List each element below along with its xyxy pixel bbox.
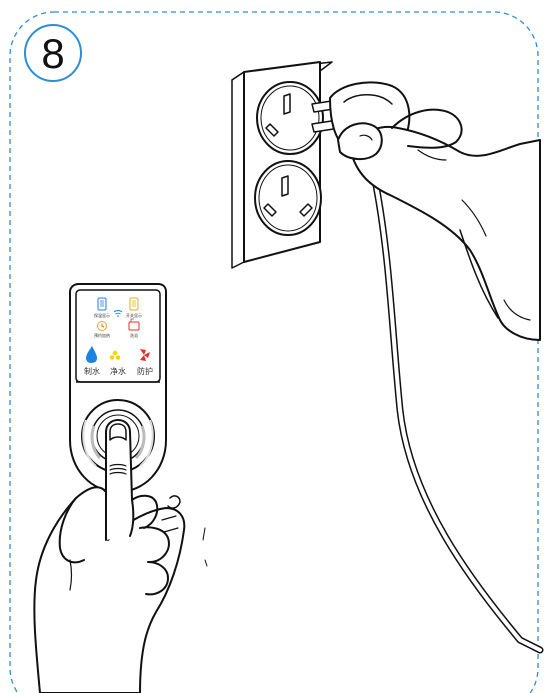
wall-socket — [232, 62, 332, 268]
icon-label-3: 预约加热 — [94, 332, 110, 338]
mode-label-1: 制水 — [84, 366, 100, 376]
mode-label-3: 防护 — [137, 366, 153, 376]
plug-and-cord — [312, 82, 540, 650]
step-number: 8 — [41, 30, 64, 77]
pressing-hand — [34, 420, 207, 693]
icon-label-2: 开关显示 — [126, 312, 142, 318]
icon-label-4: 洗浴 — [130, 332, 138, 338]
mode-label-2: 净水 — [110, 366, 126, 376]
icon-label-1: 保温显示 — [94, 312, 110, 318]
step-badge: 8 — [25, 25, 81, 81]
